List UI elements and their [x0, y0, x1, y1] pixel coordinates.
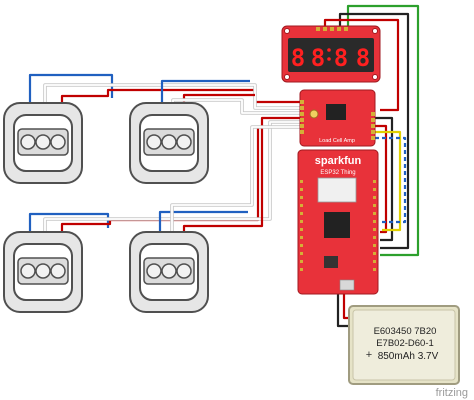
fritzing-logo: fritzing [436, 387, 468, 399]
wire-white-br-inner [171, 126, 300, 240]
load-cells [3, 102, 209, 313]
wire-white-bl-inner [44, 121, 300, 240]
amp-right-pins [371, 112, 375, 140]
amp-component [309, 109, 319, 119]
load-cell-bottom-left [3, 231, 83, 313]
wire-red-bl [60, 128, 260, 240]
battery-line-3: 850mAh 3.7V [378, 351, 439, 362]
esp32-brand-label: sparkfun [315, 155, 362, 167]
display-digit-3: 8 [334, 44, 348, 72]
battery-plus-sign: + [366, 349, 372, 361]
esp32-left-pins [300, 180, 303, 271]
wire-red-amp [375, 124, 388, 234]
load-cell-bottom-right [129, 231, 209, 313]
display-digit-2: 8 [311, 44, 325, 72]
seven-segment-display-board: 8 8 8 8 [281, 25, 381, 83]
amp-silkscreen-label: Load Cell Amp [319, 138, 355, 144]
load-cell-amp-board: Load Cell Amp [299, 89, 376, 147]
esp32-name-label: ESP32 Thing [320, 170, 355, 176]
wire-yellow-amp [375, 130, 402, 232]
wire-red-top [323, 18, 400, 112]
usb-connector [339, 279, 355, 291]
wire-red-br [182, 116, 300, 240]
display-header-pins [316, 27, 348, 31]
lipo-battery: + E603450 7B20 E7B02-D60-1 850mAh 3.7V [348, 305, 460, 385]
esp32-right-pins [373, 180, 376, 271]
wire-battery-black [336, 292, 352, 328]
display-digit-4: 8 [356, 44, 370, 72]
wire-black-amp [375, 116, 394, 242]
amp-left-pins [300, 100, 304, 134]
wire-blue-amp [375, 136, 407, 224]
battery-line-2: E7B02-D60-1 [376, 338, 434, 349]
esp32-antenna [317, 177, 357, 203]
battery-line-1: E603450 7B20 [374, 326, 437, 337]
display-colon-bottom [327, 57, 331, 61]
wire-white-tl-inner [44, 84, 300, 113]
wire-blue-bl [28, 212, 110, 240]
esp32-thing-board: sparkfun ESP32 Thing [297, 149, 379, 295]
wire-blue-br [158, 210, 248, 240]
esp32-chip [324, 212, 350, 238]
wire-black-top [338, 12, 410, 250]
load-cell-top-left [3, 102, 83, 184]
esp32-small-chip [324, 256, 338, 268]
display-digit-1: 8 [291, 44, 305, 72]
display-colon-top [327, 48, 331, 52]
load-cell-top-right [129, 102, 209, 184]
